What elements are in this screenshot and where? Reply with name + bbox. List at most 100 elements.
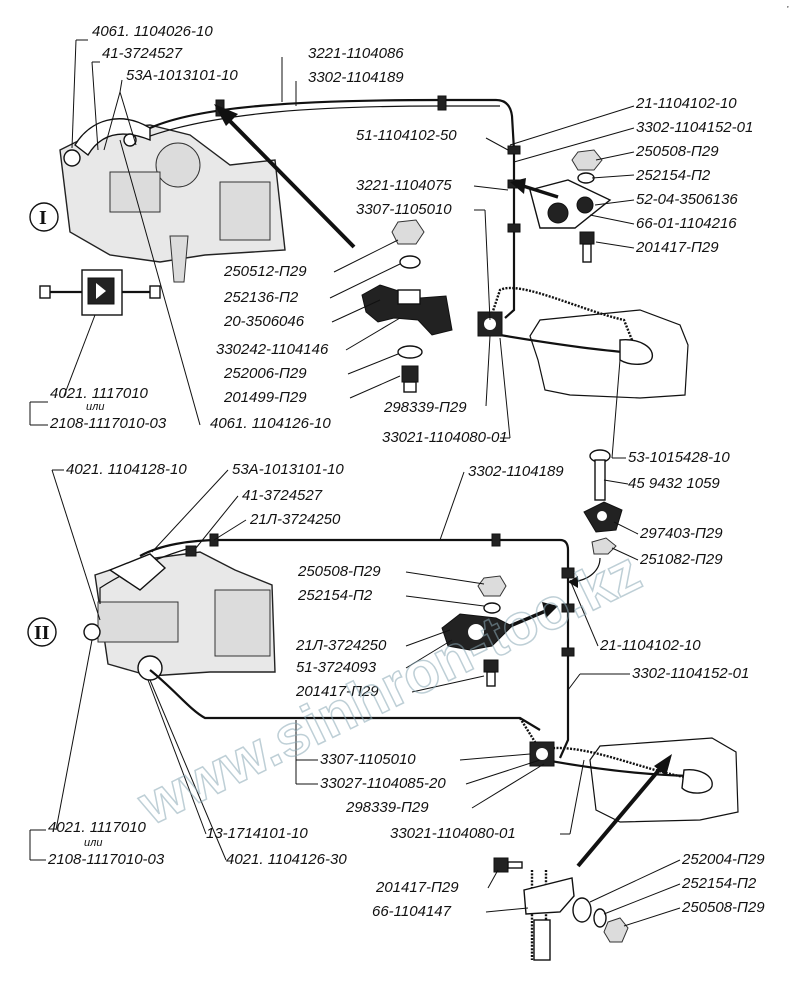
label: 21-1104102-10 <box>635 95 737 112</box>
label: 201499-П29 <box>223 389 307 406</box>
labels-bottom: 4021. 1104128-10 53А-1013101-10 41-37245… <box>47 461 765 920</box>
label: или <box>84 837 102 849</box>
nut-251082 <box>591 537 617 555</box>
label: 66-01-1104216 <box>636 215 737 232</box>
label: 3307-1105010 <box>356 201 452 218</box>
tank-sender-top <box>619 339 654 365</box>
clamp-20-3506046 <box>361 284 453 336</box>
label: 41-3724527 <box>242 487 323 504</box>
label: 252006-П29 <box>223 365 307 382</box>
label: 21Л-3724250 <box>249 511 341 528</box>
tank-outline-top <box>529 309 689 399</box>
view-ii-badge <box>27 617 57 647</box>
label: 2108-1117010-03 <box>49 415 167 432</box>
engine-detail <box>214 589 271 657</box>
label: 201417-П29 <box>635 239 719 256</box>
bracket-21l-3724250 <box>441 613 513 651</box>
label: 2108-1117010-03 <box>47 851 165 868</box>
leaders-bottom <box>29 469 681 927</box>
label: 250508-П29 <box>635 143 719 160</box>
label: 4061. 1104026-10 <box>92 23 213 40</box>
arrow-line-top-right <box>519 183 559 199</box>
banjo-top <box>63 149 81 167</box>
label: 3302-1104152-01 <box>636 119 753 136</box>
label: 4021. 1104128-10 <box>66 461 187 478</box>
clip-bottom-4 <box>561 567 575 579</box>
bolt-53-1015428-10 <box>589 449 611 501</box>
bolt-252006-201499 <box>397 345 423 393</box>
labels-top: 4061. 1104026-10 41-3724527 53А-1013101-… <box>49 23 753 492</box>
label: 45 9432 1059 <box>628 475 720 492</box>
label: 3302-1104189 <box>468 463 564 480</box>
arrow-line-bottom <box>576 762 666 868</box>
view-ii-label: II <box>34 622 50 644</box>
label: 3302-1104152-01 <box>632 665 749 682</box>
label: 252004-П29 <box>681 851 765 868</box>
clip-top-5 <box>507 223 521 233</box>
clip-top-3 <box>507 145 521 155</box>
pipe-return <box>504 260 516 319</box>
label: 4021. 1117010 <box>50 385 149 402</box>
pipe-to-tank-bottom <box>544 758 691 778</box>
label: 250508-П29 <box>297 563 381 580</box>
label: 33021-1104080-01 <box>382 429 508 446</box>
label: 21-1104102-10 <box>599 637 701 654</box>
pipe-3221-1104086 <box>149 98 516 260</box>
washer-252154-top <box>577 172 595 184</box>
nut-250508-top <box>571 149 603 171</box>
arrow-head-top <box>214 104 238 126</box>
label: 298339-П29 <box>383 399 467 416</box>
bracket-52-04-3506136 <box>529 179 612 229</box>
arrow-line-top <box>222 113 356 249</box>
label: 250512-П29 <box>223 263 307 280</box>
arrow-head-bottom <box>654 754 672 776</box>
pipe-bottom-main <box>139 538 570 759</box>
clip-bottom-6 <box>561 647 575 657</box>
clip-bottom-3 <box>491 533 501 547</box>
tank-outline-bottom <box>589 737 739 823</box>
arrow-head-top-right <box>510 178 526 194</box>
label: 252136-П2 <box>223 289 299 306</box>
view-i: I <box>29 95 689 501</box>
label: 51-1104102-50 <box>356 127 457 144</box>
label: 298339-П29 <box>345 799 429 816</box>
label: 53А-1013101-10 <box>126 67 238 84</box>
engine-detail <box>97 601 179 643</box>
label: 4021. 1117010 <box>48 819 147 836</box>
label: 53-1015428-10 <box>628 449 730 466</box>
label: 51-3724093 <box>296 659 377 676</box>
bolt-201417-top <box>579 231 595 263</box>
clip-bottom-1 <box>185 545 197 557</box>
nut-250508-bottom-2 <box>603 917 629 943</box>
washer-252004 <box>572 897 592 923</box>
view-i-badge <box>29 202 59 232</box>
label: 297403-П29 <box>639 525 723 542</box>
label: 252154-П2 <box>297 587 373 604</box>
label: 20-3506046 <box>223 313 305 330</box>
label: 250508-П29 <box>681 899 765 916</box>
arrow-line-bottom-mid <box>509 608 549 628</box>
clip-bottom-5 <box>561 603 575 613</box>
label: 33021-1104080-01 <box>390 825 516 842</box>
washer-252154-bottom-2 <box>593 908 607 928</box>
label: 13-1714101-10 <box>206 825 308 842</box>
washer-252154-bottom <box>483 602 501 614</box>
label: 201417-П29 <box>375 879 459 896</box>
engine-detail <box>219 181 271 241</box>
label: 53А-1013101-10 <box>232 461 344 478</box>
pipe-to-tank-top <box>499 333 625 354</box>
nut-250512 <box>391 219 425 245</box>
engine-detail <box>169 235 189 283</box>
label: 252154-П2 <box>681 875 757 892</box>
engine-bracket-bottom <box>108 553 167 591</box>
bolt-201417-bottom-mid <box>483 659 499 687</box>
label: 201417-П29 <box>295 683 379 700</box>
pipe-spring-top <box>488 286 634 341</box>
label: 3307-1105010 <box>320 751 416 768</box>
label: 330242-1104146 <box>216 341 329 358</box>
label: 21Л-3724250 <box>295 637 387 654</box>
hose-clamp-top <box>123 133 137 147</box>
bracket-66-1104147 <box>523 870 575 961</box>
curve-arrow-nut-head <box>568 576 578 588</box>
label: 4021. 1104126-30 <box>226 851 347 868</box>
